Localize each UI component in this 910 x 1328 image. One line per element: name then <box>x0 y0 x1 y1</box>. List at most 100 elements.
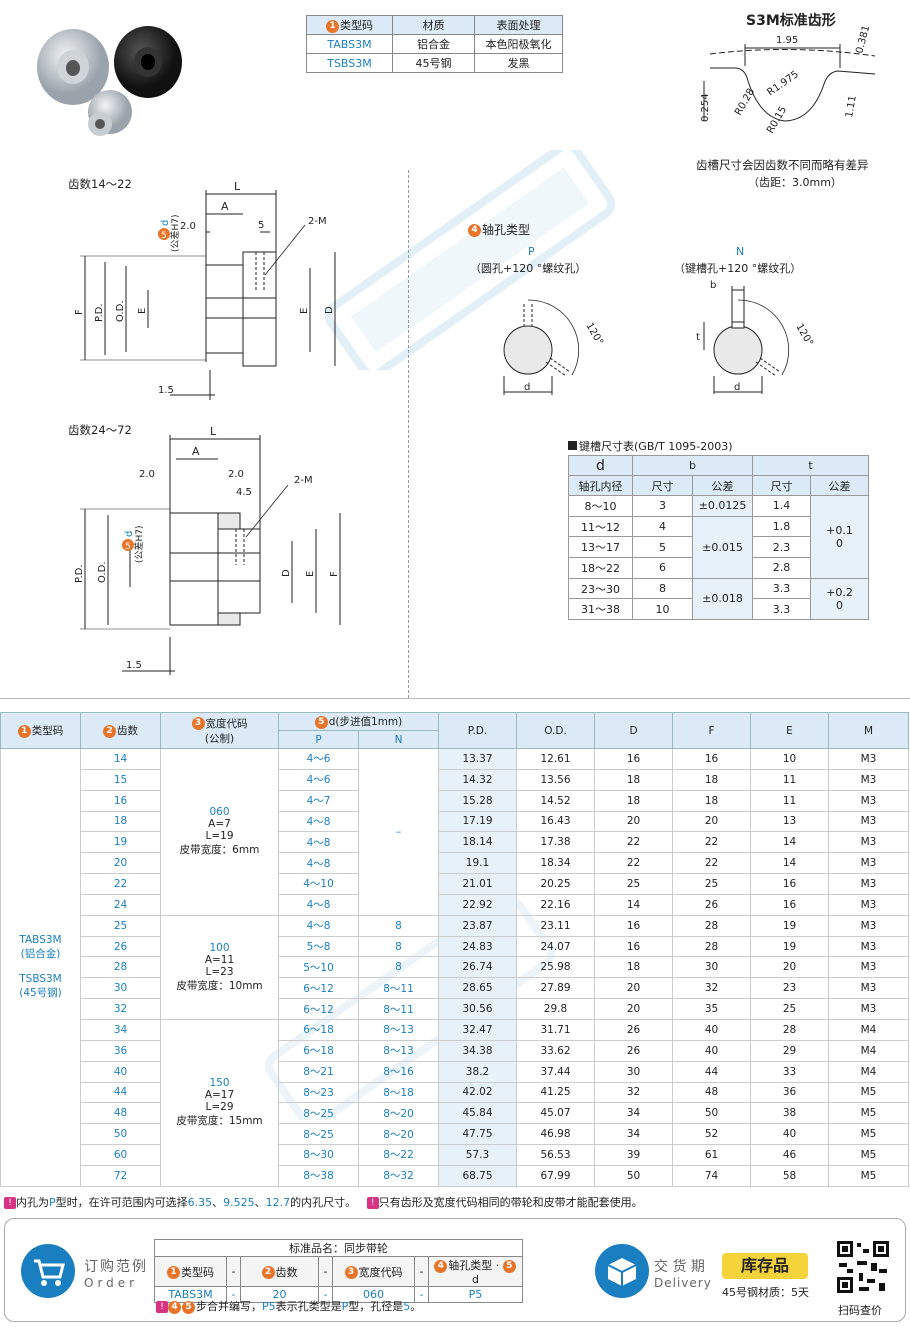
table-cell: 25 <box>80 914 161 937</box>
table-cell: 38 <box>750 1102 829 1125</box>
cart-icon <box>20 1243 76 1299</box>
table-cell: 50 <box>672 1102 751 1125</box>
table-cell: 34 <box>594 1102 673 1125</box>
table-cell: M3 <box>828 893 909 916</box>
table-cell: 28.65 <box>438 977 517 1000</box>
d2-PD: P.D. <box>74 564 85 583</box>
table-cell: 24.83 <box>438 935 517 958</box>
table-cell: 20 <box>594 998 673 1020</box>
table-cell: 22 <box>594 852 673 875</box>
qr-code-icon[interactable] <box>832 1236 894 1298</box>
d1-L: L <box>234 180 241 193</box>
table-cell: 8 <box>358 956 439 979</box>
drawing1: L A 2.0 5 2-M 1.5 F P.D. O.D. E E D 5 d … <box>60 180 400 410</box>
table-cell: 18 <box>594 789 673 812</box>
table-cell: 16 <box>750 893 829 916</box>
table-cell: M3 <box>828 998 909 1020</box>
table-cell: 23.87 <box>438 914 517 937</box>
d2-2M: 2-M <box>294 475 313 486</box>
table-cell: M4 <box>828 1039 909 1062</box>
drawing2-label: 齿数24～72 <box>68 423 132 437</box>
mat-cell: 发黑 <box>474 53 563 73</box>
table-cell: 35 <box>672 998 751 1020</box>
table-cell: 28 <box>672 914 751 937</box>
bore-N-desc: （键槽孔+120 °螺纹孔） <box>674 262 802 275</box>
table-cell: 16.43 <box>516 810 595 833</box>
table-cell: 22 <box>594 831 673 854</box>
table-cell: 8～16 <box>358 1060 439 1083</box>
order-sep: - <box>226 1256 241 1287</box>
d1-d: d <box>160 220 171 226</box>
drawing2: L A 2.0 2.0 4.5 2-M 1.5 P.D. O.D. D E F … <box>60 425 400 685</box>
table-cell: 4～8 <box>278 810 359 833</box>
table-cell: 14 <box>750 852 829 875</box>
col-F: F <box>672 712 751 749</box>
table-cell: 16 <box>80 789 161 812</box>
d1-1.5: 1.5 <box>158 385 174 396</box>
table-cell: 33 <box>750 1060 829 1083</box>
bore-P-d: d <box>524 382 530 393</box>
d2-tol: (公差H7) <box>133 525 145 563</box>
d1-tol: (公差H7) <box>169 214 181 252</box>
table-cell: M5 <box>828 1081 909 1104</box>
qr-label: 扫码查价 <box>838 1304 882 1317</box>
table-cell: 8～18 <box>358 1081 439 1104</box>
key-cell: 2.8 <box>752 557 811 579</box>
table-cell: 27.89 <box>516 977 595 1000</box>
order-v4: P5 <box>428 1286 523 1303</box>
col-E: E <box>750 712 829 749</box>
table-cell: 42.02 <box>438 1081 517 1104</box>
table-cell: 15 <box>80 768 161 791</box>
d2-F: F <box>329 571 340 577</box>
d2-E: E <box>305 571 316 577</box>
table-cell: 34.38 <box>438 1039 517 1062</box>
key-table-title: 键槽尺寸表(GB/T 1095-2003) <box>568 438 733 454</box>
mat-header-surface: 表面处理 <box>474 15 563 35</box>
table-cell: 48 <box>672 1081 751 1104</box>
bore-N-b: b <box>710 280 716 291</box>
d2-1.5: 1.5 <box>126 660 142 671</box>
tooth-profile-title: S3M标准齿形 <box>746 13 836 29</box>
table-cell: 20.25 <box>516 873 595 895</box>
order-table-title: 标准品名：同步带轮 <box>154 1239 523 1257</box>
table-cell: 39 <box>594 1144 673 1166</box>
order-title-en: Order <box>84 1276 139 1290</box>
table-cell: 61 <box>672 1144 751 1166</box>
delivery-title: 交 货 期 <box>654 1259 705 1275</box>
table-cell: 13.56 <box>516 768 595 791</box>
d2-num5: 5 <box>125 542 131 552</box>
table-cell: 58 <box>750 1164 829 1187</box>
table-cell: 14 <box>594 893 673 916</box>
table-cell: 4～8 <box>278 893 359 916</box>
table-cell: 22 <box>672 831 751 854</box>
table-cell: 26.74 <box>438 956 517 979</box>
bore-N-d: d <box>734 382 740 393</box>
dim-r028: R0.28 <box>733 87 757 118</box>
table-cell: 16 <box>594 748 673 770</box>
table-cell: 41.25 <box>516 1081 595 1104</box>
table-cell: 32.47 <box>438 1018 517 1041</box>
key-h-tol2: 公差 <box>810 475 869 496</box>
table-cell: 16 <box>750 873 829 895</box>
key-cell: 18～22 <box>568 557 633 579</box>
table-cell: 34 <box>80 1018 161 1041</box>
mat-header-material: 材质 <box>392 15 475 35</box>
table-cell: 8 <box>358 935 439 958</box>
table-cell: 11 <box>750 768 829 791</box>
d2-A: A <box>192 445 200 458</box>
table-cell: 18 <box>672 768 751 791</box>
